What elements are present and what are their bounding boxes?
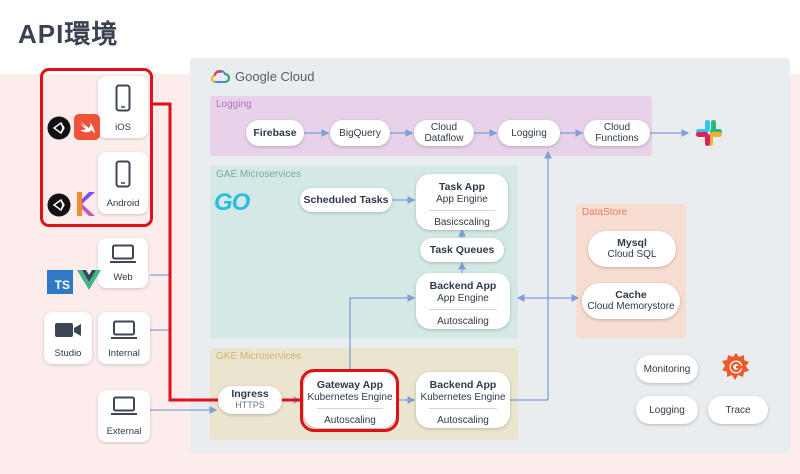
- dataflow-node: Cloud Dataflow: [414, 120, 474, 146]
- scheduled-tasks-label: Scheduled Tasks: [303, 193, 389, 206]
- gae-region-label: GAE Microservices: [216, 169, 302, 180]
- scheduled-tasks-node: Scheduled Tasks: [300, 188, 392, 212]
- gateway-app-card: Gateway App Kubernetes Engine Autoscalin…: [304, 372, 396, 428]
- task-queues-node: Task Queues: [420, 238, 504, 262]
- dataflow-label-2: Dataflow: [424, 133, 464, 144]
- cache-service: Cloud Memorystore: [587, 301, 675, 312]
- web-client[interactable]: Web: [98, 238, 148, 288]
- mysql-node: Mysql Cloud SQL: [588, 231, 676, 267]
- backend-app-name: Backend App: [429, 280, 497, 292]
- functions-label-1: Cloud: [603, 122, 631, 133]
- cache-name: Cache: [615, 289, 647, 301]
- backend-gke-scaling: Autoscaling: [437, 415, 489, 426]
- task-queues-label: Task Queues: [429, 243, 495, 256]
- bigquery-node: BigQuery: [330, 120, 390, 146]
- ops-logging-label: Logging: [649, 404, 685, 416]
- firebase-label: Firebase: [253, 126, 297, 139]
- gke-region-label: GKE Microservices: [216, 351, 302, 362]
- cloud-functions-node: Cloud Functions: [584, 120, 650, 146]
- google-cloud-icon: [210, 69, 230, 83]
- phone-icon: [115, 84, 131, 112]
- laptop-icon: [111, 396, 137, 415]
- studio-label: Studio: [54, 348, 82, 359]
- android-client[interactable]: Android: [98, 152, 148, 214]
- studio-client[interactable]: Studio: [44, 312, 92, 364]
- task-app-engine: App Engine: [436, 194, 488, 205]
- logging-label: Logging: [511, 127, 547, 139]
- backend-app-scaling: Autoscaling: [437, 316, 489, 327]
- vue-icon: [77, 270, 101, 290]
- task-app-name: Task App: [438, 181, 486, 193]
- mobile-highlight-box: [40, 68, 153, 227]
- ingress-node: Ingress HTTPS: [218, 386, 282, 414]
- swift-bird-glyph: [80, 121, 95, 133]
- unity-icon: [47, 116, 71, 140]
- bigquery-label: BigQuery: [339, 127, 381, 139]
- dataflow-label-1: Cloud: [430, 122, 458, 133]
- external-client[interactable]: External: [98, 390, 150, 442]
- kotlin-icon: [77, 192, 95, 216]
- task-app-scaling: Basicscaling: [434, 217, 490, 228]
- video-camera-icon: [55, 323, 81, 337]
- typescript-icon: TS: [47, 270, 73, 294]
- gateway-app-scaling: Autoscaling: [324, 415, 376, 426]
- ingress-protocol: HTTPS: [235, 400, 265, 410]
- task-app-divider: [428, 210, 496, 211]
- gateway-app-divider: [316, 408, 384, 409]
- backend-app-engine-card: Backend App App Engine Autoscaling: [416, 273, 510, 329]
- gateway-app-name: Gateway App: [316, 379, 384, 391]
- laptop-icon: [110, 244, 136, 263]
- go-logo: GO: [214, 189, 250, 217]
- internal-label: Internal: [108, 348, 140, 359]
- mysql-name: Mysql: [617, 237, 647, 249]
- go-logo-text: GO: [214, 189, 250, 216]
- logging-node: Logging: [498, 120, 560, 146]
- monitoring-node: Monitoring: [636, 355, 698, 383]
- gateway-app-engine: Kubernetes Engine: [307, 392, 393, 403]
- ios-client[interactable]: iOS: [98, 76, 148, 138]
- ops-logging-node: Logging: [636, 396, 698, 424]
- backend-app-engine: App Engine: [437, 293, 489, 304]
- datastore-region-label: DataStore: [582, 207, 628, 218]
- ingress-label: Ingress: [231, 388, 269, 400]
- functions-label-2: Functions: [595, 133, 639, 144]
- google-cloud-logo: Google Cloud: [210, 69, 315, 84]
- ios-label: iOS: [115, 122, 131, 133]
- firebase-node: Firebase: [246, 120, 304, 146]
- laptop-icon: [111, 320, 137, 339]
- cache-node: Cache Cloud Memorystore: [582, 283, 680, 319]
- android-label: Android: [106, 198, 140, 209]
- mysql-service: Cloud SQL: [607, 249, 657, 260]
- backend-gke-name: Backend App: [429, 379, 497, 391]
- external-label: External: [106, 426, 142, 437]
- backend-gke-engine: Kubernetes Engine: [420, 392, 506, 403]
- backend-app-divider: [429, 309, 497, 310]
- web-label: Web: [113, 272, 133, 283]
- google-cloud-text: Google Cloud: [235, 69, 315, 84]
- internal-client[interactable]: Internal: [98, 312, 150, 364]
- typescript-badge-text: TS: [54, 278, 70, 292]
- grafana-icon: [722, 353, 749, 380]
- phone-icon: [115, 160, 131, 188]
- page-title: API環境: [18, 19, 119, 49]
- monitoring-label: Monitoring: [643, 363, 691, 375]
- swift-icon: [74, 114, 100, 140]
- slack-icon: [696, 120, 722, 146]
- task-app-card: Task App App Engine Basicscaling: [416, 174, 508, 230]
- trace-label: Trace: [725, 404, 751, 416]
- trace-node: Trace: [708, 396, 768, 424]
- backend-gke-card: Backend App Kubernetes Engine Autoscalin…: [416, 372, 510, 428]
- backend-gke-divider: [429, 408, 497, 409]
- logging-region-label: Logging: [216, 99, 252, 110]
- unity-icon: [47, 193, 71, 217]
- gateway-highlight-box: [300, 369, 399, 432]
